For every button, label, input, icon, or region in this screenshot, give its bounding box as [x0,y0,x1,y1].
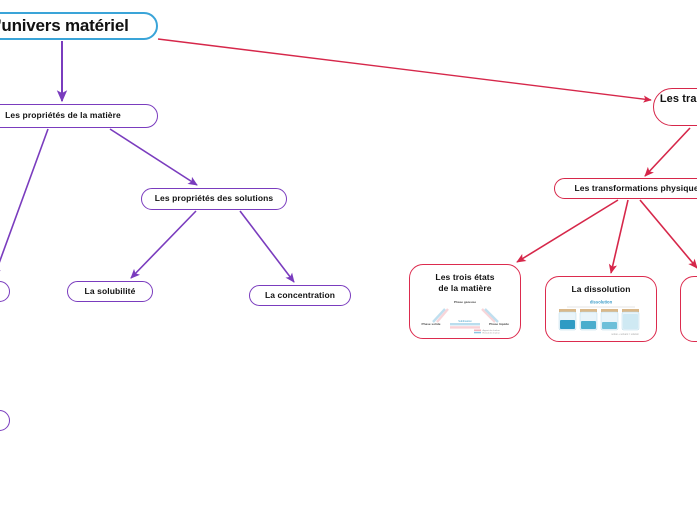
edge-transformations-matiere-to-physiques [644,127,691,177]
dissolution-heading: dissolution [590,299,613,304]
node-transformations-de-la-matiere-label: Les transformations de la matière [659,93,697,106]
phase-gazeuse-label: Phase gazeuse [454,300,476,304]
node-offscreen-left-lower[interactable] [0,410,10,431]
edge-physiques-to-dissolution [608,199,629,274]
card-les-trois-etats-de-la-matiere[interactable]: Les trois états de la matière Phase gaze… [409,264,521,339]
node-transformations-physiques-label: Les transformations physiques [574,182,697,193]
phase-center-label: Sublimation [458,319,472,323]
card-dissolution-title: La dissolution [571,284,631,294]
edge-proprietes-matiere-to-left-child [0,128,49,278]
node-proprietes-de-la-matiere-label: Les propriétés de la matière [5,110,121,121]
phase-triangle-diagram: Phase gazeuse Sublimation Phase solide P… [422,300,510,334]
node-proprietes-de-la-matiere[interactable]: Les propriétés de la matière [0,104,158,128]
edge-solutions-to-concentration [239,210,295,283]
node-la-solubilite-label: La solubilité [84,285,136,296]
node-la-concentration-label: La concentration [264,289,336,300]
beaker-3 [600,308,619,331]
node-root-univers-materiel[interactable]: L'univers matériel [0,12,158,40]
beaker-4 [621,308,640,331]
node-la-solubilite[interactable]: La solubilité [67,281,153,302]
phase-solide-label: Phase solide [422,322,441,326]
edge-solutions-to-solubilite [130,210,197,279]
node-transformations-de-la-matiere[interactable]: Les transformations de la matière [653,88,697,126]
edge-physiques-to-trois-etats [516,199,619,263]
node-proprietes-des-solutions-label: Les propriétés des solutions [154,193,274,204]
edge-physiques-to-card-right [639,199,697,269]
card-dissolution-figure: dissolution [546,295,656,341]
card-trois-etats-title: Les trois états de la matière [435,272,494,293]
node-offscreen-left-upper[interactable] [0,281,10,302]
node-proprietes-des-solutions[interactable]: Les propriétés des solutions [141,188,287,210]
card-trois-etats-title-line2: de la matière [438,282,492,293]
card-trois-etats-title-line1: Les trois états [435,272,495,282]
phase-liquide-label: Phase liquide [489,322,509,326]
beaker-2 [579,308,598,331]
card-trois-etats-figure: Phase gazeuse Sublimation Phase solide P… [410,293,520,338]
phase-legend-1: Apport de chaleur [483,329,501,332]
beaker-1 [558,308,577,331]
dissolution-caption: soluté + solvant = solution [611,333,639,336]
dissolution-beakers-diagram: dissolution [558,299,640,336]
edge-proprietes-matiere-to-solutions [109,128,198,186]
phase-legend-2: Retrait de chaleur [483,331,501,334]
edge-root-to-transformations-matiere [157,38,652,103]
card-offscreen-right[interactable] [680,276,697,342]
node-transformations-physiques[interactable]: Les transformations physiques [554,178,697,199]
node-root-label: L'univers matériel [0,16,129,36]
card-la-dissolution[interactable]: La dissolution dissolution [545,276,657,342]
node-la-concentration[interactable]: La concentration [249,285,351,306]
